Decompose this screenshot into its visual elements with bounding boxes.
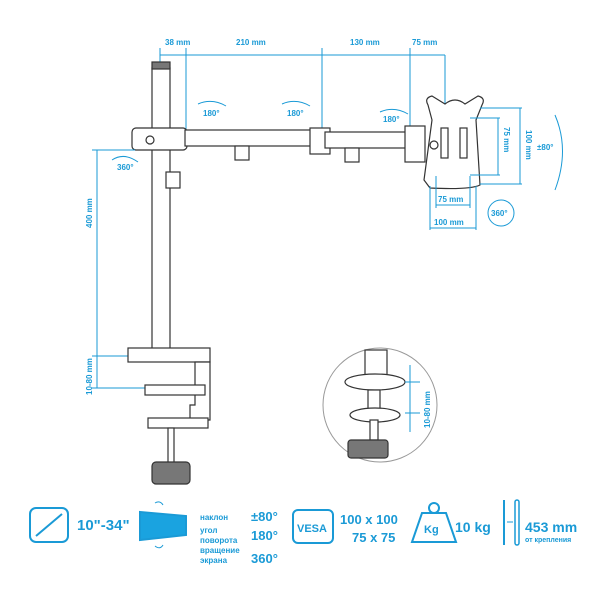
vesa-label: VESA	[297, 523, 327, 535]
dim-pole-height: 400 mm	[85, 198, 94, 228]
dim-vesa-100-h: 100 mm	[434, 218, 464, 227]
inset-dim-clamp-range: 10-80 mm	[423, 391, 432, 428]
weight-value: 10 kg	[455, 519, 491, 535]
vesa-sizes-1: 100 x 100	[340, 512, 398, 527]
screen-rotate-icon	[487, 199, 515, 227]
wall-distance-icon	[503, 499, 520, 546]
vesa-dimension-lines	[429, 107, 563, 230]
reach-label: от крепления	[525, 537, 571, 544]
dim-vesa-100-v: 100 mm	[524, 130, 533, 160]
joint1-rotation: 180°	[203, 109, 220, 118]
dim-clamp-range: 10-80 mm	[85, 358, 94, 395]
swivel-label-1: угол	[200, 526, 217, 535]
screen-size-value: 10"-34"	[77, 517, 130, 534]
vesa-icon	[292, 509, 334, 544]
tilt-badge: ±80°	[537, 143, 554, 152]
pole-rotation: 360°	[117, 163, 134, 172]
tilt-value: ±80°	[251, 509, 278, 524]
swivel-value: 180°	[251, 528, 278, 543]
desk-clamp	[127, 347, 211, 485]
screen-adjust-icon	[139, 501, 187, 549]
dim-130mm: 130 mm	[350, 38, 380, 47]
rotate-label-2: экрана	[200, 556, 228, 565]
joint3-rotation: 180°	[383, 115, 400, 124]
vesa-plate	[423, 95, 484, 190]
vesa-sizes-2: 75 x 75	[352, 530, 395, 545]
weight-icon	[410, 502, 458, 543]
pole-cap	[151, 61, 171, 70]
rotation-badges	[111, 100, 409, 163]
rotate-value: 360°	[251, 551, 278, 566]
pole	[151, 67, 171, 351]
clamp-detail-inset	[322, 347, 438, 463]
screen-rotate-badge: 360°	[491, 209, 508, 218]
dim-vesa-75-v: 75 mm	[502, 127, 511, 152]
joint2-rotation: 180°	[287, 109, 304, 118]
dim-vesa-75-h: 75 mm	[438, 195, 463, 204]
swivel-label-2: поворота	[200, 536, 238, 545]
dim-38mm: 38 mm	[165, 38, 190, 47]
weight-icon-label: Kg	[424, 524, 439, 536]
rotate-label-1: вращение	[200, 546, 240, 555]
arm	[131, 125, 426, 189]
reach-value: 453 mm	[525, 519, 577, 535]
tilt-label: наклон	[200, 513, 228, 522]
screen-size-icon	[29, 507, 69, 543]
top-dimension-lines	[159, 48, 446, 130]
dim-75mm: 75 mm	[412, 38, 437, 47]
dim-210mm: 210 mm	[236, 38, 266, 47]
